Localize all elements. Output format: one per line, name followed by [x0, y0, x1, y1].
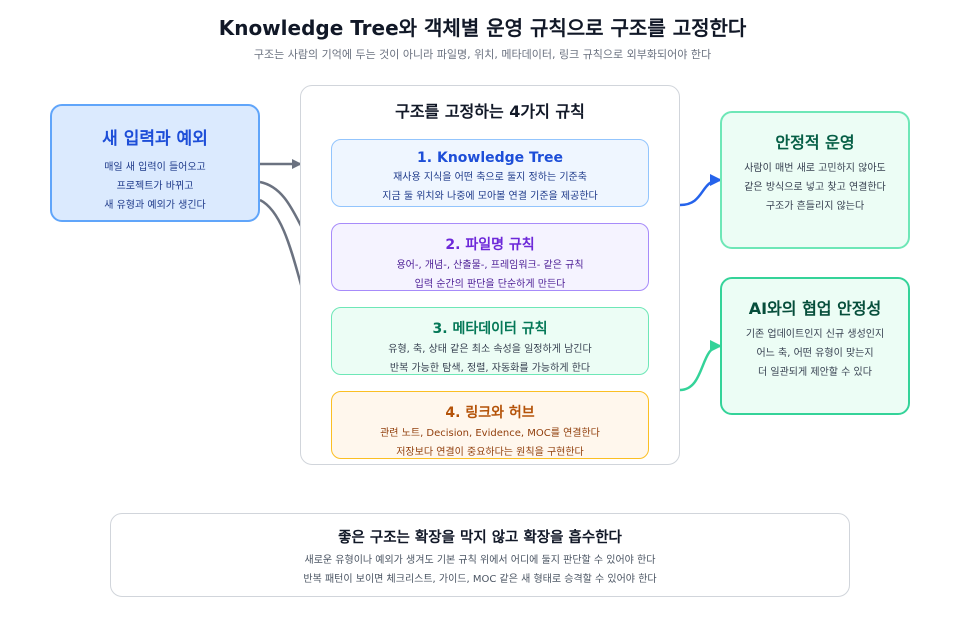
arrow-rules-to-output-2	[679, 340, 722, 392]
page-title: Knowledge Tree와 객체별 운영 규칙으로 구조를 고정한다	[218, 16, 747, 40]
output-title: AI와의 협업 안정성	[748, 299, 882, 318]
rule-line: 재사용 지식을 어떤 축으로 둘지 정하는 기준축	[393, 172, 587, 183]
output-title: 안정적 운영	[775, 133, 855, 152]
rule-line: 반복 가능한 탐색, 정렬, 자동화를 가능하게 한다	[389, 363, 591, 374]
output-line: 같은 방식으로 넣고 찾고 연결한다	[744, 182, 886, 193]
output-line: 사람이 매번 새로 고민하지 않아도	[744, 163, 886, 174]
rule-metadata: 3. 메타데이터 규칙 유형, 축, 상태 같은 최소 속성을 일정하게 남긴다…	[331, 307, 649, 375]
output-line: 구조가 흔들리지 않는다	[765, 201, 865, 212]
rule-title: 3. 메타데이터 규칙	[432, 321, 548, 337]
rule-line: 입력 순간의 판단을 단순하게 만든다	[414, 279, 566, 290]
rule-line: 저장보다 연결이 중요하다는 원칙을 구현한다	[396, 447, 584, 458]
input-box-line: 매일 새 입력이 들어오고	[104, 162, 206, 173]
output-stable-operation: 안정적 운영 사람이 매번 새로 고민하지 않아도 같은 방식으로 넣고 찾고 …	[720, 111, 910, 249]
rule-filename: 2. 파일명 규칙 용어-, 개념-, 산출물-, 프레임워크- 같은 규칙 입…	[331, 223, 649, 291]
rule-line: 관련 노트, Decision, Evidence, MOC를 연결한다	[380, 428, 600, 439]
output-line: 어느 축, 어떤 유형이 맞는지	[756, 348, 874, 359]
output-line: 기존 업데이트인지 신규 생성인지	[745, 329, 885, 340]
input-box-line: 새 유형과 예외가 생긴다	[104, 200, 206, 211]
arrow-rules-to-output-1	[679, 174, 722, 207]
rule-line: 용어-, 개념-, 산출물-, 프레임워크- 같은 규칙	[396, 260, 584, 271]
rule-line: 유형, 축, 상태 같은 최소 속성을 일정하게 남긴다	[388, 344, 592, 355]
page-subtitle: 구조는 사람의 기억에 두는 것이 아니라 파일명, 위치, 메타데이터, 링크…	[253, 48, 712, 61]
rule-title: 1. Knowledge Tree	[417, 150, 563, 166]
footer-line: 새로운 유형이나 예외가 생겨도 기본 규칙 위에서 어디에 둘지 판단할 수 …	[304, 555, 656, 566]
footer-title: 좋은 구조는 확장을 막지 않고 확장을 흡수한다	[338, 530, 622, 546]
rule-links-hubs: 4. 링크와 허브 관련 노트, Decision, Evidence, MOC…	[331, 391, 649, 459]
input-box-title: 새 입력과 예외	[102, 129, 208, 149]
rule-knowledge-tree: 1. Knowledge Tree 재사용 지식을 어떤 축으로 둘지 정하는 …	[331, 139, 649, 207]
output-line: 더 일관되게 제안할 수 있다	[758, 367, 872, 378]
rule-title: 2. 파일명 규칙	[445, 237, 535, 253]
rule-line: 지금 둘 위치와 나중에 모아볼 연결 기준을 제공한다	[382, 191, 598, 202]
rules-container-title: 구조를 고정하는 4가지 규칙	[395, 102, 585, 121]
rule-title: 4. 링크와 허브	[445, 405, 535, 421]
input-box: 새 입력과 예외 매일 새 입력이 들어오고 프로젝트가 바뀌고 새 유형과 예…	[50, 104, 260, 222]
input-box-line: 프로젝트가 바뀌고	[116, 181, 194, 192]
footer-line: 반복 패턴이 보이면 체크리스트, 가이드, MOC 같은 새 형태로 승격할 …	[303, 574, 657, 585]
footer-summary-box: 좋은 구조는 확장을 막지 않고 확장을 흡수한다 새로운 유형이나 예외가 생…	[110, 513, 850, 597]
output-ai-collaboration: AI와의 협업 안정성 기존 업데이트인지 신규 생성인지 어느 축, 어떤 유…	[720, 277, 910, 415]
